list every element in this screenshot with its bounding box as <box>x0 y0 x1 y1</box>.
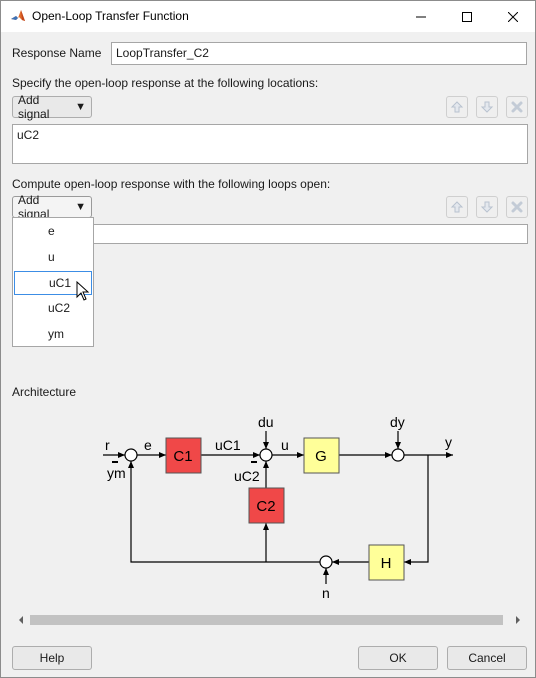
sum-junction <box>124 448 138 462</box>
locations-listbox[interactable]: uC2 <box>12 124 528 164</box>
close-icon <box>508 11 518 22</box>
add-signal-label: Add signal <box>18 93 50 121</box>
scroll-right-icon <box>515 615 520 624</box>
block-label: C2 <box>256 498 275 515</box>
list-item[interactable]: uC2 <box>17 128 40 142</box>
delete-x-icon <box>511 101 523 113</box>
menu-item-ym[interactable]: ym <box>48 327 64 341</box>
window-title: Open-Loop Transfer Function <box>32 9 189 23</box>
locations-label: Specify the open-loop response at the fo… <box>12 76 319 90</box>
help-button[interactable]: Help <box>12 646 92 670</box>
add-signal-loops-button[interactable]: Add signal ▼ <box>12 193 92 221</box>
response-name-field[interactable]: LoopTransfer_C2 <box>111 42 527 65</box>
block-g <box>303 437 340 474</box>
cancel-button[interactable]: Cancel <box>447 646 527 670</box>
sum-junction <box>319 555 333 569</box>
block-label: H <box>381 555 392 572</box>
block-label: C1 <box>173 448 192 465</box>
menu-item-e[interactable]: e <box>48 224 55 238</box>
close-button[interactable] <box>490 1 536 32</box>
architecture-label: Architecture <box>12 385 77 399</box>
add-signal-dropdown-menu: e u uC1 uC2 ym <box>12 217 94 347</box>
delete-locations-button[interactable] <box>506 96 528 118</box>
mouse-pointer-icon <box>76 281 90 301</box>
title-bar: Open-Loop Transfer Function <box>1 1 535 33</box>
horizontal-scrollbar[interactable] <box>12 611 526 628</box>
add-signal-locations-button[interactable]: Add signal ▼ <box>12 93 92 121</box>
signal-label: r <box>105 437 110 453</box>
arrow-up-icon <box>450 201 464 213</box>
signal-label: uC2 <box>234 468 260 484</box>
dropdown-arrow-icon: ▼ <box>75 101 86 113</box>
arrow-down-icon <box>480 101 494 113</box>
maximize-button[interactable] <box>444 1 490 32</box>
minimize-icon <box>416 16 426 17</box>
minimize-button[interactable] <box>398 1 444 32</box>
architecture-diagram: C1 G C2 H r e uC1 u du dy y ym uC2 n <box>103 414 453 601</box>
signal-label: uC1 <box>215 437 241 453</box>
menu-item-uc2[interactable]: uC2 <box>48 301 71 315</box>
sum-junction <box>259 448 273 462</box>
move-down-locations-button[interactable] <box>476 96 498 118</box>
move-up-loops-button[interactable] <box>446 196 468 218</box>
scroll-left-icon <box>18 615 23 624</box>
move-up-locations-button[interactable] <box>446 96 468 118</box>
ok-button[interactable]: OK <box>358 646 438 670</box>
block-c2 <box>248 487 285 524</box>
block-label: G <box>315 448 327 465</box>
move-down-loops-button[interactable] <box>476 196 498 218</box>
delete-x-icon <box>511 201 523 213</box>
maximize-icon <box>462 11 472 22</box>
scroll-thumb[interactable] <box>30 615 503 625</box>
signal-label: du <box>258 414 274 430</box>
arrow-down-icon <box>480 201 494 213</box>
signal-label: y <box>445 434 452 450</box>
signal-label: dy <box>390 414 405 430</box>
matlab-logo-icon <box>11 10 25 21</box>
loops-open-label: Compute open-loop response with the foll… <box>12 177 331 191</box>
sum-junction <box>391 448 405 462</box>
signal-label: u <box>281 437 289 453</box>
scroll-right-button[interactable] <box>509 611 526 628</box>
block-h <box>368 544 405 581</box>
menu-item-u[interactable]: u <box>48 250 55 264</box>
delete-loops-button[interactable] <box>506 196 528 218</box>
response-name-label: Response Name <box>12 46 102 60</box>
scroll-left-button[interactable] <box>12 611 29 628</box>
signal-label: e <box>144 437 152 453</box>
arrow-up-icon <box>450 101 464 113</box>
menu-item-uc1[interactable]: uC1 <box>14 271 92 295</box>
dropdown-arrow-icon: ▼ <box>75 201 86 213</box>
signal-label: ym <box>107 465 126 481</box>
block-c1 <box>165 437 202 474</box>
signal-label: n <box>322 585 330 601</box>
